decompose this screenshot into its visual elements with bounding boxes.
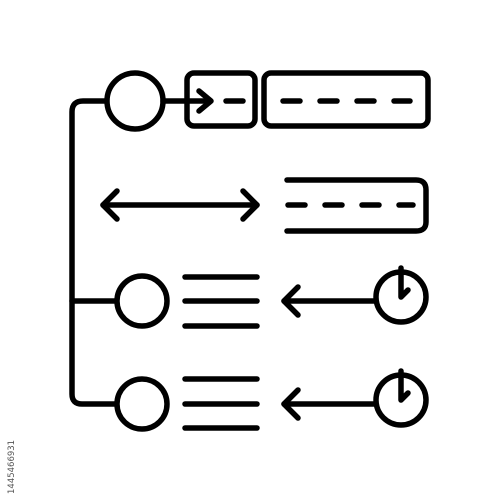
node-circle-row1: [104, 70, 166, 132]
wide-box-row1: [261, 70, 431, 129]
double-arrow-head-right-row2: [240, 188, 260, 222]
left-arrow-head-row4: [281, 387, 301, 421]
double-arrow-head-left-row2: [100, 188, 120, 222]
icon-strokes: [69, 70, 431, 432]
timeline-trunk-line: [69, 98, 119, 407]
clock-hands-row4: [398, 368, 411, 403]
bracket-box-row2: [284, 177, 429, 234]
node-circle-row3: [114, 273, 170, 329]
arrow-head-row1: [196, 88, 214, 114]
stock-image-id: 1445466931: [7, 439, 17, 494]
small-box-row1: [184, 70, 258, 129]
clock-hands-row3: [398, 265, 411, 300]
node-circle-row4: [114, 376, 170, 432]
left-arrow-head-row3: [281, 284, 301, 318]
